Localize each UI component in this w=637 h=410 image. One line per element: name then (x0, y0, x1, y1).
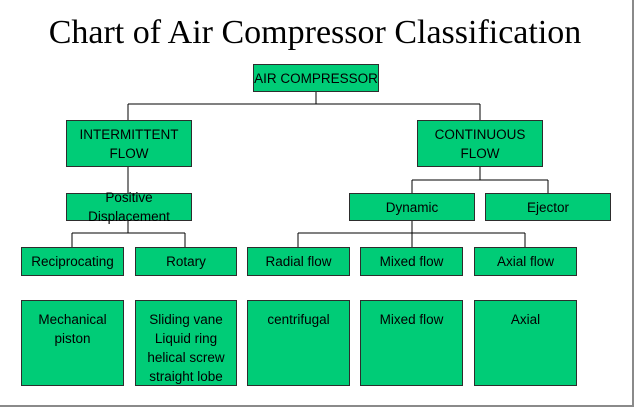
node-air-compressor: AIR COMPRESSOR (253, 64, 379, 92)
node-mechanical-piston: Mechanical piston (21, 300, 124, 386)
node-reciprocating: Reciprocating (21, 247, 124, 276)
chart-title: Chart of Air Compressor Classification (48, 14, 582, 51)
node-mixed-flow-type: Mixed flow (360, 300, 463, 386)
node-axial-flow: Axial flow (474, 247, 577, 276)
node-centrifugal: centrifugal (247, 300, 350, 386)
node-axial: Axial (474, 300, 577, 386)
node-ejector: Ejector (485, 193, 611, 221)
node-mixed-flow: Mixed flow (360, 247, 463, 276)
node-rotary: Rotary (135, 247, 237, 276)
node-dynamic: Dynamic (349, 193, 475, 221)
node-positive-displacement: Positive Displacement (66, 190, 192, 224)
node-intermittent-flow: INTERMITTENT FLOW (66, 120, 192, 167)
node-continuous-flow: CONTINUOUS FLOW (417, 120, 543, 167)
node-radial-flow: Radial flow (247, 247, 350, 276)
node-rotary-types: Sliding vane Liquid ring helical screw s… (135, 300, 237, 386)
